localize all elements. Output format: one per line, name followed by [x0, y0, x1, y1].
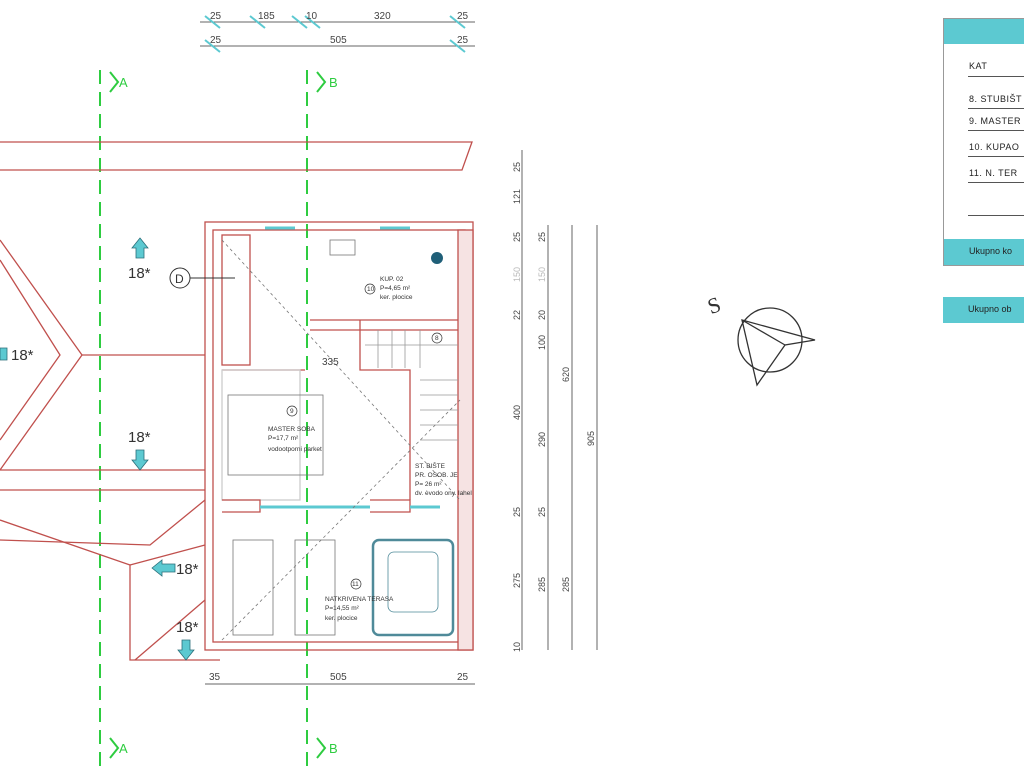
svg-text:275: 275: [512, 573, 522, 588]
room-area: P=4,65 m²: [380, 285, 411, 292]
room-area: P=14,55 m²: [325, 605, 360, 612]
svg-text:150: 150: [537, 267, 547, 282]
room-area: P= 26 m²: [415, 481, 442, 488]
dim-top-3: 10: [306, 11, 318, 22]
furniture: [221, 239, 461, 641]
legend-row: 11. N. TER: [969, 168, 1018, 178]
dim-top2-1: 25: [210, 35, 222, 46]
axis-label-b-top: B: [329, 75, 338, 90]
room-stubiste: 8 ST. BIŠTE PR. OSOB. JE P= 26 m² dv. ėv…: [415, 332, 472, 497]
right-dimensions: [521, 150, 598, 650]
svg-text:10: 10: [512, 642, 522, 652]
svg-text:25: 25: [537, 507, 547, 517]
room-name: KUP. 02: [380, 276, 404, 283]
dim-bottom-3: 25: [457, 672, 469, 683]
detail-marker: D: [169, 267, 235, 289]
roof-outline: [0, 141, 473, 661]
svg-text:20: 20: [537, 310, 547, 320]
svg-text:290: 290: [537, 432, 547, 447]
svg-text:25: 25: [512, 232, 522, 242]
dim-interior: 335: [322, 357, 339, 368]
dim-top-1: 25: [210, 11, 222, 22]
staircase: [365, 330, 458, 441]
right-dim-col3: 620 285 905: [561, 367, 596, 592]
svg-text:25: 25: [512, 162, 522, 172]
slope-label: 18*: [128, 265, 151, 282]
svg-text:285: 285: [561, 577, 571, 592]
axis-label-a-bottom: A: [119, 741, 128, 756]
dim-top-5: 25: [457, 11, 469, 22]
room-name: MASTER SOBA: [268, 426, 316, 433]
room-area: P=17,7 m²: [268, 435, 299, 442]
building-walls: [204, 221, 474, 651]
room-name: NATKRIVENA TERASA: [325, 596, 394, 603]
axis-lines: [99, 70, 327, 768]
svg-text:121: 121: [512, 189, 522, 204]
svg-text:8: 8: [435, 335, 439, 342]
divider: [968, 130, 1024, 131]
room-kupaona: 10 KUP. 02 P=4,65 m² ker. plocice: [364, 276, 413, 301]
legend-total-floor: Ukupno ko: [944, 239, 1024, 265]
axis-label-a-top: A: [119, 75, 128, 90]
room-line2: PR. OSOB. JE: [415, 472, 458, 479]
dim-top2-3: 25: [457, 35, 469, 46]
right-dim-col1: 25 121 25 150 22 400 25 275 10: [512, 162, 522, 652]
divider: [968, 215, 1024, 216]
legend-header-bar: [944, 19, 1024, 44]
legend-total-overall: Ukupno ob: [943, 297, 1024, 323]
slope-label: 18*: [128, 429, 151, 446]
legend-row: 9. MASTER: [969, 116, 1022, 126]
top-dimensions: [200, 15, 475, 53]
room-name: ST. BIŠTE: [415, 461, 446, 470]
dim-top-4: 320: [374, 11, 391, 22]
room-floor: vodootporni parket: [268, 446, 322, 453]
svg-text:285: 285: [537, 577, 547, 592]
north-arrow-icon: [737, 307, 816, 387]
right-dim-col2: 25 150 20 100 290 25 285: [537, 232, 547, 592]
room-master-soba: 9 MASTER SOBA P=17,7 m² vodootporni park…: [268, 405, 322, 453]
dim-top2-2: 505: [330, 35, 347, 46]
room-floor: ker. plocice: [380, 294, 413, 301]
svg-text:150: 150: [512, 267, 522, 282]
svg-text:905: 905: [586, 431, 596, 446]
svg-text:100: 100: [537, 335, 547, 350]
dim-bottom-2: 505: [330, 672, 347, 683]
slope-label: 18*: [176, 561, 199, 578]
room-terasa: 11 NATKRIVENA TERASA P=14,55 m² ker. plo…: [325, 578, 394, 622]
slope-label: 18*: [11, 347, 34, 364]
divider: [968, 108, 1024, 109]
svg-text:D: D: [175, 272, 184, 286]
legend-row: 10. KUPAO: [969, 142, 1020, 152]
axis-label-b-bottom: B: [329, 741, 338, 756]
legend-row: 8. STUBIŠT: [969, 94, 1023, 104]
svg-text:22: 22: [512, 310, 522, 320]
svg-text:25: 25: [512, 507, 522, 517]
slope-label: 18*: [176, 619, 199, 636]
svg-text:620: 620: [561, 367, 571, 382]
area-legend-table: KAT 8. STUBIŠT 9. MASTER 10. KUPAO 11. N…: [943, 18, 1024, 266]
dim-top-2: 185: [258, 11, 275, 22]
svg-text:11: 11: [352, 581, 359, 588]
svg-text:10: 10: [367, 286, 375, 293]
svg-text:400: 400: [512, 405, 522, 420]
slope-arrows: [0, 237, 195, 661]
divider: [968, 182, 1024, 183]
divider: [968, 76, 1024, 77]
svg-text:9: 9: [290, 408, 294, 415]
dim-bottom-1: 35: [209, 672, 221, 683]
room-floor: ker. plocice: [325, 615, 358, 622]
windows: [260, 226, 440, 509]
svg-text:25: 25: [537, 232, 547, 242]
divider: [968, 156, 1024, 157]
room-floor: dv. ėvodo ony. lahel: [415, 490, 472, 497]
legend-header: KAT: [969, 61, 988, 71]
compass-label: S: [704, 291, 724, 319]
